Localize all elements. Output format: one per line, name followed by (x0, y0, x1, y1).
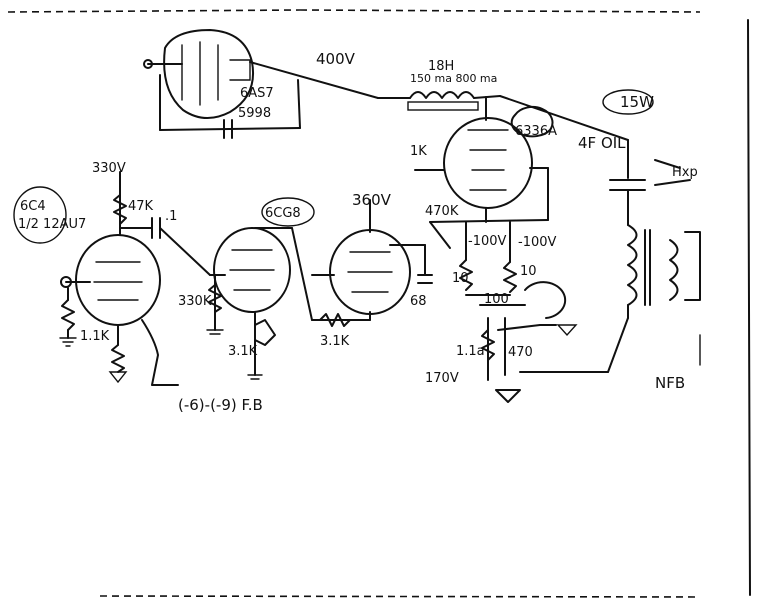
speaker-label: Hxp (672, 165, 698, 180)
input-plate-resistor: 47K (128, 199, 154, 214)
driver-cathode-resistor: 3.1K (228, 344, 258, 359)
driver-tube-label: 6CG8 (265, 206, 301, 221)
output-grid-resistor: 1K (410, 144, 427, 159)
tube-6cg8: 6CG8 330K 3.1K (178, 197, 315, 376)
bias-voltage-label: 170V (425, 371, 459, 386)
resistor-b-label: 10 (452, 271, 469, 286)
input-bplus-label: 330V (92, 161, 126, 176)
feedback-note: (-6)-(-9) F.B (178, 396, 263, 414)
tube-phase-stage: 360V 3.1K 68 (311, 191, 433, 349)
tube-6336a-label: 6336A (515, 124, 557, 139)
input-tube-label: 6C4 (20, 199, 46, 214)
output-bias-network: -100V -100V 10 10 100 470 1.1a 170V (425, 221, 567, 403)
cathode-bias-label: -100V (518, 235, 557, 250)
tube-6c4: 330V 47K .1 6C4 1/2 12AU7 1.1K (13, 161, 211, 386)
input-grid-resistor: 1.1K (80, 329, 110, 344)
choke-rating: 150 ma 800 ma (410, 72, 497, 85)
b-plus-400-label: 400V (316, 50, 356, 68)
nfb-label: NFB (655, 374, 685, 392)
resistor-a-label: 10 (520, 264, 537, 279)
tube-6as7-alt-label: 5998 (238, 106, 271, 121)
choke-label: 18H (428, 59, 454, 74)
phase-bplus-label: 360V (352, 191, 392, 209)
scan-edge-marks (7, 9, 751, 598)
output-bias-resistor: 470K (425, 204, 459, 219)
tube-6336a: 6336A 1K 470K (410, 105, 557, 223)
bias-supply-label: 1.1a (456, 344, 485, 359)
output-cap-label: 4F OIL (578, 134, 626, 152)
grid-bias-label: -100V (468, 234, 507, 249)
b-plus-line: 400V 18H 150 ma 800 ma (249, 50, 501, 121)
output-section: 15W 4F OIL Hxp (499, 89, 701, 319)
phase-cathode-resistor: 3.1K (320, 334, 350, 349)
input-coupling-cap: .1 (165, 209, 177, 224)
driver-grid-resistor: 330K (178, 294, 212, 309)
phase-cap-label: 68 (410, 294, 427, 309)
input-tube-alt: 1/2 12AU7 (18, 217, 86, 232)
tube-6as7: 6AS7 5998 (143, 29, 301, 139)
feedback-path: NFB (-6)-(-9) F.B (178, 317, 701, 414)
tube-6as7-label: 6AS7 (240, 86, 274, 101)
resistor-d-label: 470 (508, 345, 533, 360)
resistor-c-label: 100 (484, 292, 509, 307)
power-rating-label: 15W (620, 93, 654, 111)
ground-symbols (59, 324, 578, 384)
